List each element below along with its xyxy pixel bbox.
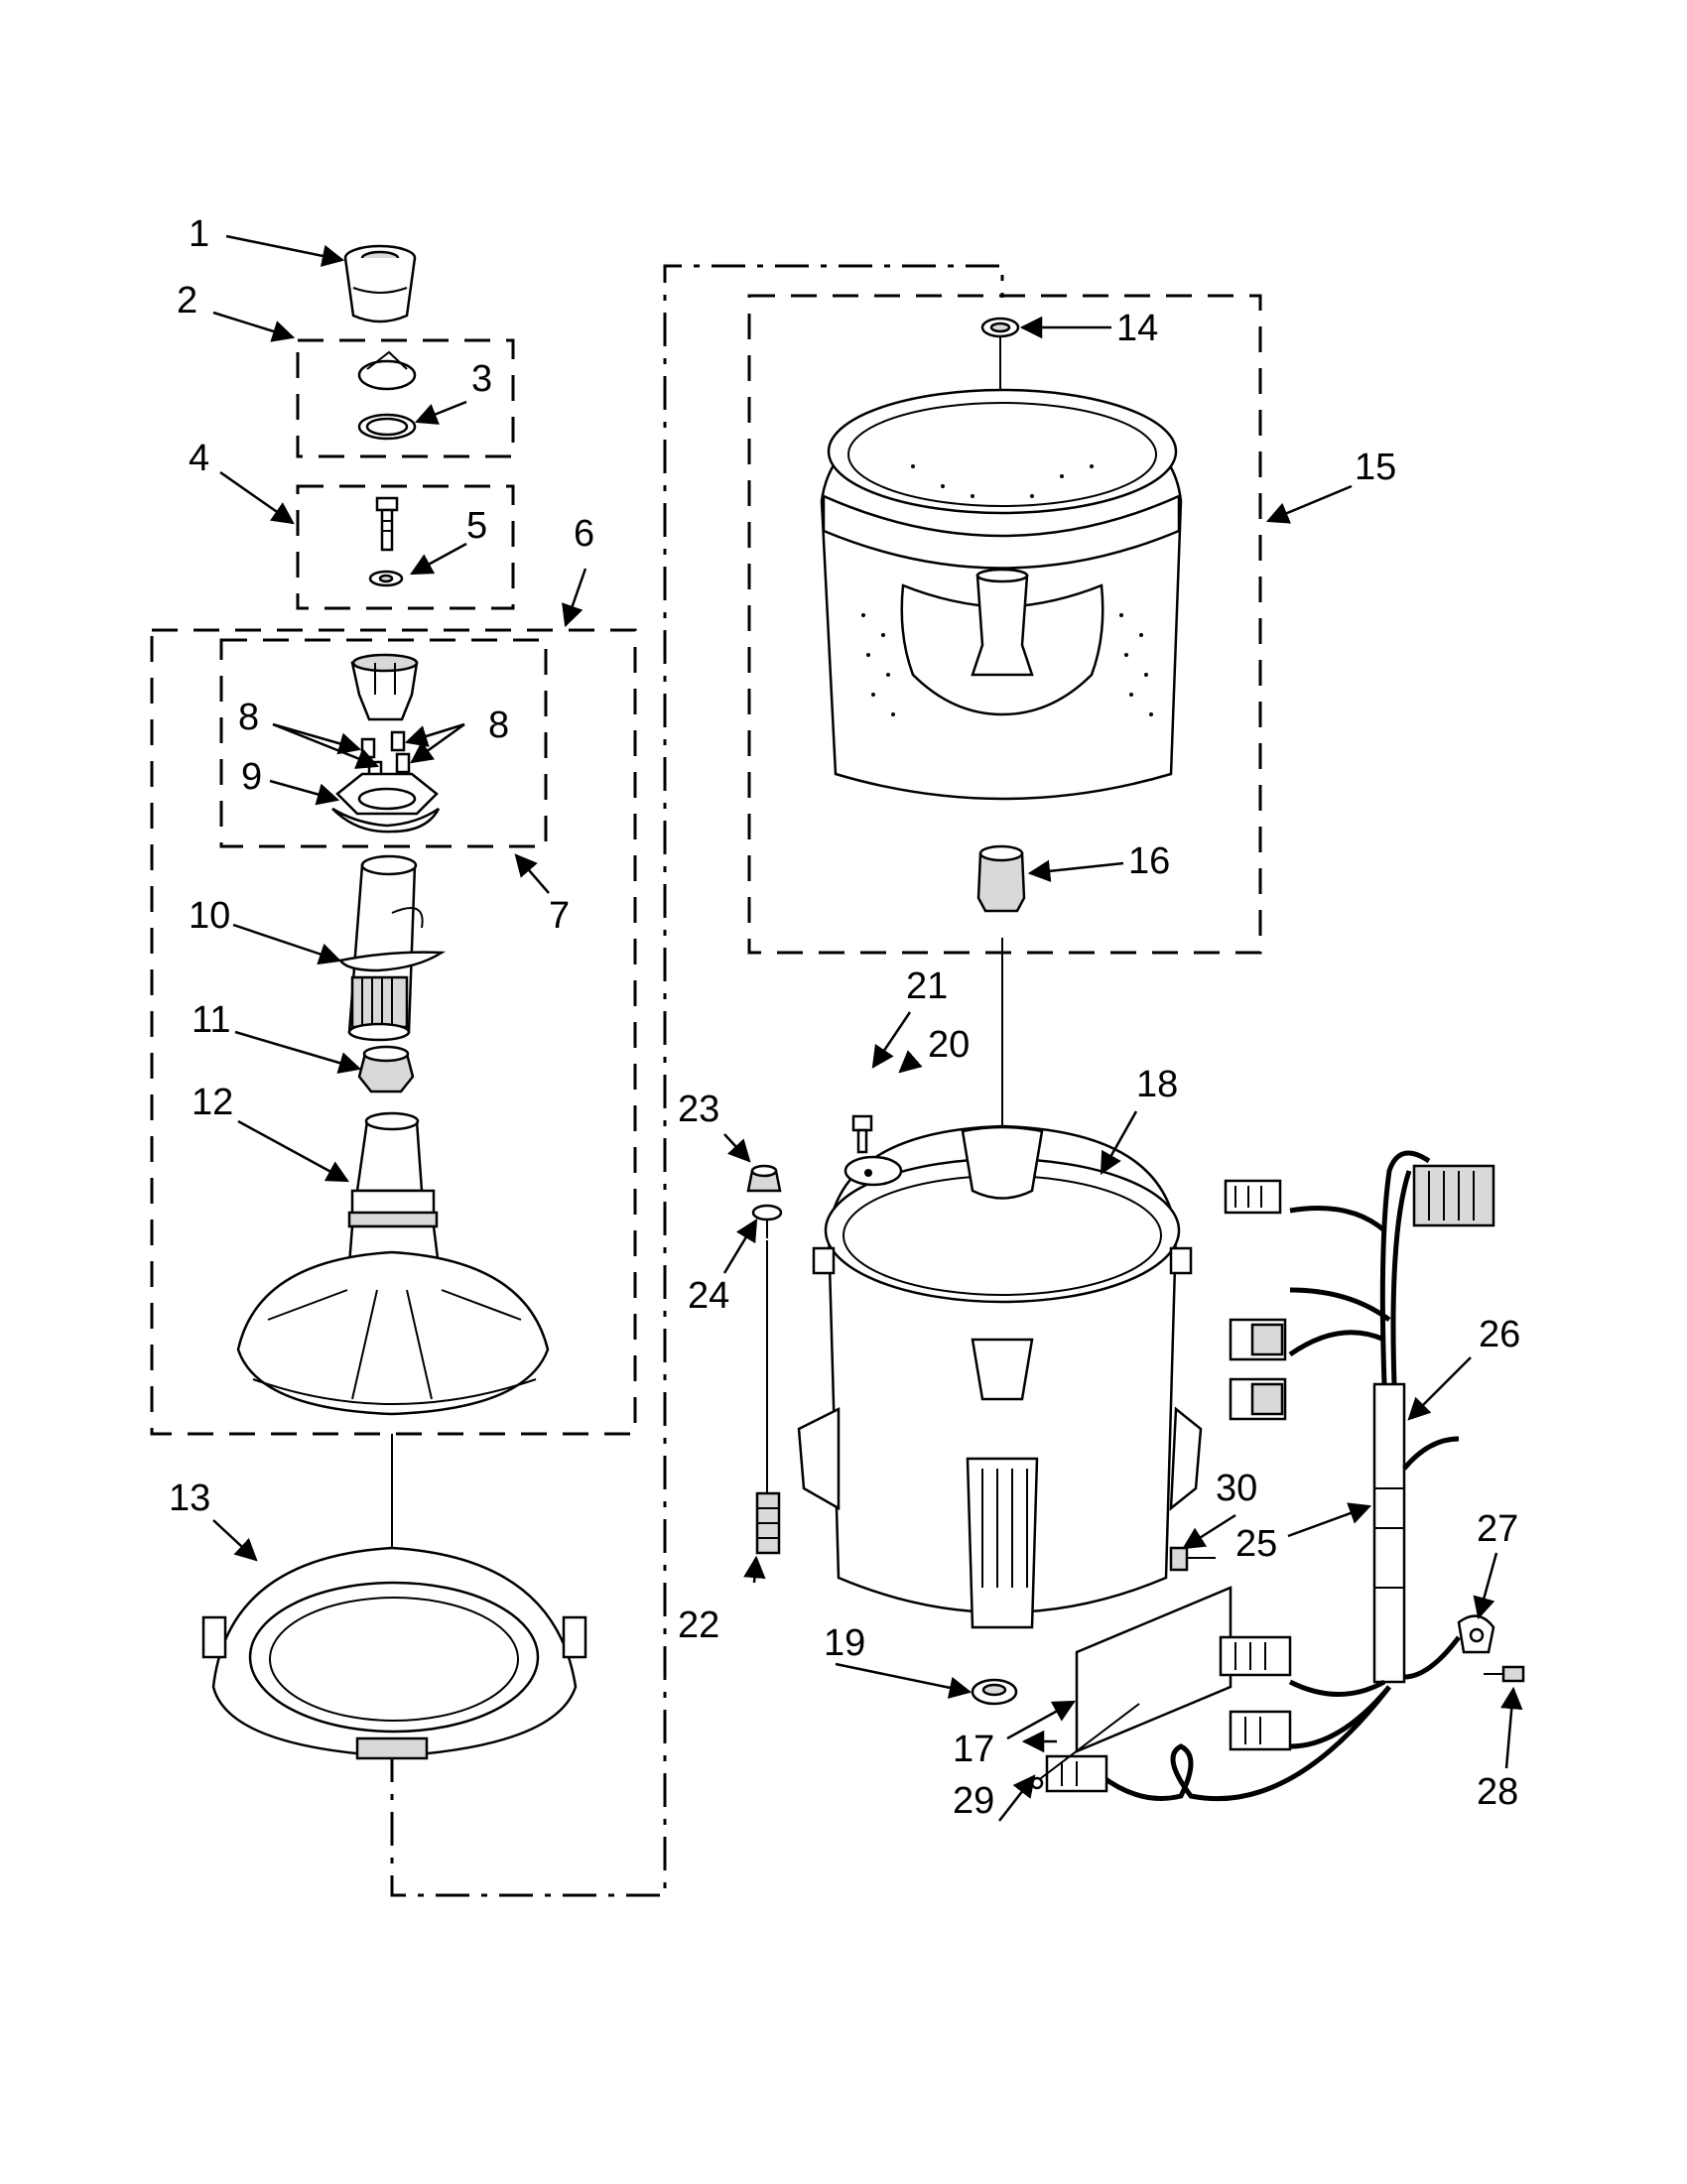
part-28-screw	[1484, 1665, 1525, 1683]
callout-15: 15	[1355, 447, 1396, 488]
callout-20: 20	[928, 1024, 970, 1066]
box-15	[747, 294, 1262, 955]
callout-12: 12	[192, 1082, 233, 1123]
part-11-nut	[357, 1045, 415, 1093]
callout-8-right: 8	[488, 705, 509, 746]
part-9-dog-ring	[331, 772, 441, 834]
callout-18: 18	[1136, 1064, 1178, 1105]
part-3-seal-ring	[357, 413, 417, 441]
assembly-boxes	[150, 264, 1262, 1897]
part-16-coupler	[976, 844, 1026, 913]
callout-6: 6	[574, 513, 594, 555]
callout-30: 30	[1216, 1468, 1257, 1509]
box-2	[296, 338, 515, 458]
part-7-cam	[350, 653, 419, 721]
callout-17: 17	[953, 1729, 994, 1770]
basket-perforations	[861, 464, 1153, 716]
part-14-hub-ring	[980, 317, 1020, 338]
callout-19: 19	[824, 1622, 865, 1664]
callout-3: 3	[471, 358, 492, 400]
part-29-tie	[1030, 1703, 1140, 1790]
part-22-spring	[755, 1240, 781, 1555]
part-24-grommet	[751, 1204, 783, 1238]
callout-14: 14	[1116, 308, 1158, 349]
callout-28: 28	[1477, 1771, 1518, 1813]
callout-2: 2	[177, 280, 197, 321]
connector-low-2	[1229, 1710, 1292, 1751]
callout-7: 7	[549, 895, 570, 937]
leader-lines	[212, 234, 1523, 1822]
box-7	[219, 638, 548, 848]
part-13-base-ring	[201, 1546, 587, 1760]
part-10-auger	[337, 854, 447, 1042]
connector-mid-2	[1229, 1377, 1287, 1421]
callout-10: 10	[189, 895, 230, 937]
part-18-outer-tub	[797, 1124, 1203, 1629]
box-4	[296, 484, 515, 610]
assembly-link-line	[390, 264, 1004, 1897]
connector-top-right	[1412, 1164, 1495, 1227]
part-2-clip	[357, 350, 417, 391]
part-23-cap	[746, 1164, 782, 1193]
part-1-agitator-cap	[343, 244, 417, 323]
part-19-tub-seal	[971, 1678, 1018, 1706]
part-30-screw	[1169, 1546, 1216, 1572]
callout-27: 27	[1477, 1508, 1518, 1550]
callout-26: 26	[1479, 1314, 1520, 1355]
callout-25: 25	[1235, 1523, 1277, 1565]
callout-4: 4	[189, 438, 209, 479]
callout-labels: 1 2 3 4 5 6 7 8 8 9 10 11 12 13 14 15 16…	[169, 213, 1520, 1822]
callout-13: 13	[169, 1477, 210, 1519]
box-6	[150, 628, 637, 1436]
callout-23: 23	[678, 1089, 719, 1130]
callout-29: 29	[953, 1780, 994, 1822]
part-17-board	[1075, 1586, 1233, 1753]
part-15-basket	[820, 388, 1183, 801]
callout-22: 22	[678, 1605, 719, 1646]
part-21-screw	[851, 1114, 873, 1154]
part-20-bracket	[844, 1155, 903, 1187]
part-27-clamp	[1457, 1614, 1495, 1654]
callout-8-left: 8	[238, 697, 259, 738]
connector-top-left	[1224, 1179, 1282, 1215]
part-12-agitator-base	[236, 1111, 550, 1416]
callout-16: 16	[1128, 840, 1170, 882]
part-4-bolt	[375, 496, 399, 552]
callout-24: 24	[688, 1275, 729, 1317]
callout-1: 1	[189, 213, 209, 255]
connector-mid-1	[1229, 1318, 1287, 1361]
connector-low-3	[1045, 1754, 1108, 1793]
callout-5: 5	[466, 505, 487, 547]
connector-low-1	[1219, 1635, 1292, 1677]
part-5-washer	[368, 570, 404, 587]
part-8-dogs	[360, 730, 411, 780]
callout-9: 9	[241, 756, 262, 798]
callout-21: 21	[906, 965, 948, 1007]
callout-11: 11	[192, 999, 230, 1041]
part-25-26-wire-harness	[1045, 1150, 1495, 1802]
